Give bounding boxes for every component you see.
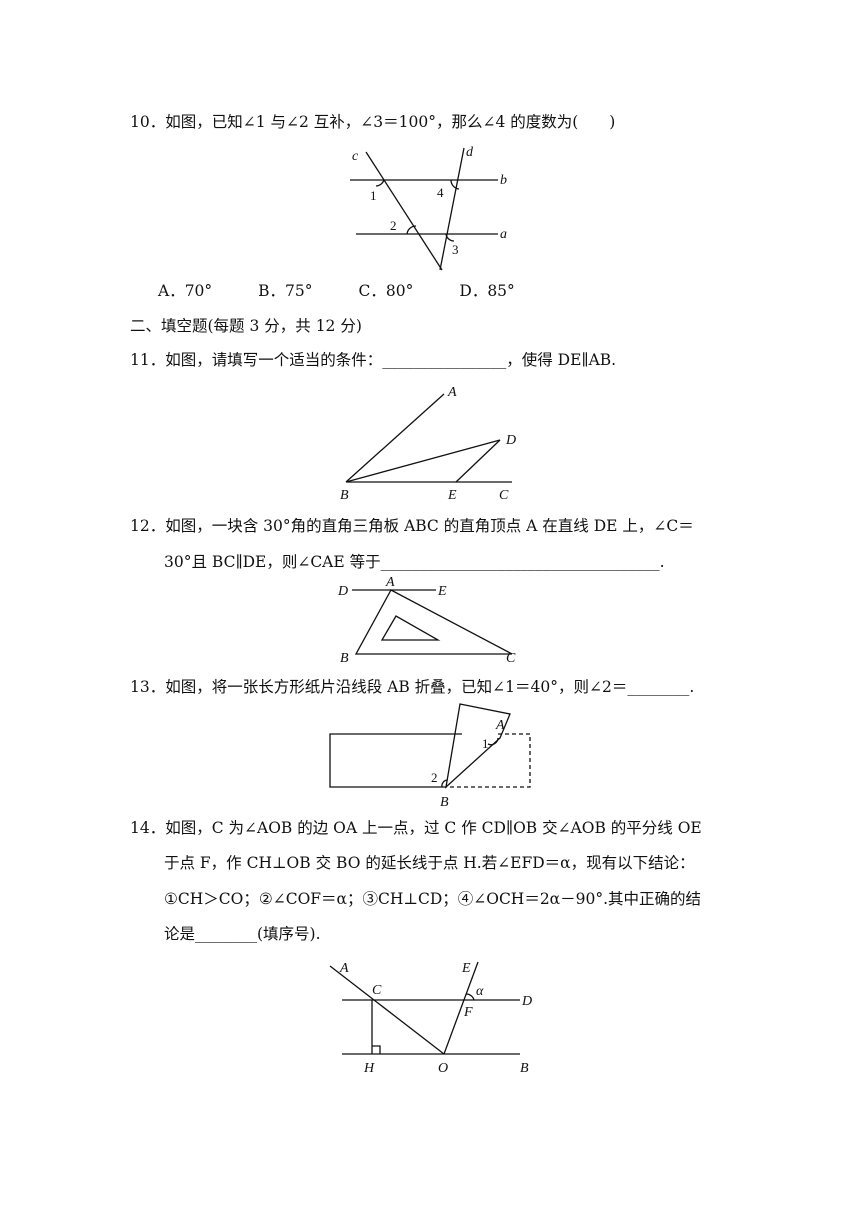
label-d: D: [505, 433, 516, 448]
question-number: 10．: [130, 113, 166, 131]
line-c: [365, 151, 443, 271]
angle-2-arc: [441, 779, 448, 788]
alpha-arc: [465, 993, 475, 1001]
label-c: c: [352, 149, 359, 164]
question-10: 10．如图，已知∠1 与∠2 互补，∠3＝100°，那么∠4 的度数为( ): [130, 112, 615, 132]
question-14-line-4: 论是________(填序号).: [164, 925, 321, 943]
label-a: A: [385, 575, 395, 590]
figure-q10: c d b a 1 2 3 4: [350, 145, 507, 271]
angle-1-arc: [487, 737, 499, 746]
line-d: [439, 147, 465, 271]
label-a: A: [495, 718, 505, 733]
label-b: B: [520, 1061, 529, 1076]
label-b: B: [440, 795, 449, 810]
right-angle-mark: [372, 1045, 381, 1054]
label-2: 2: [431, 770, 438, 785]
figure-q12: D A E B C: [337, 575, 516, 666]
question-text: 如图，C 为∠AOB 的边 OA 上一点，过 C 作 CD∥OB 交∠AOB 的…: [165, 819, 702, 837]
label-1: 1: [370, 188, 377, 203]
label-d: D: [521, 994, 532, 1009]
folded-edge-dashed: [446, 733, 531, 788]
label-o: O: [438, 1061, 448, 1076]
option-b[interactable]: B．75°: [258, 282, 313, 300]
label-4: 4: [437, 185, 444, 200]
question-14-line-1: 14．如图，C 为∠AOB 的边 OA 上一点，过 C 作 CD∥OB 交∠AO…: [130, 818, 702, 838]
label-d: D: [337, 584, 348, 599]
label-1: 1: [482, 736, 489, 751]
question-14-line-3: ①CH＞CO；②∠COF＝α；③CH⊥CD；④∠OCH＝2α－90°.其中正确的…: [164, 890, 702, 908]
figure-q14: A C E α D F H O B: [329, 961, 532, 1076]
question-12-line-1: 12．如图，一块含 30°角的直角三角板 ABC 的直角顶点 A 在直线 DE …: [130, 516, 694, 536]
figure-q13: A B 1 2: [329, 703, 531, 810]
segment-ed: [455, 439, 501, 483]
question-number: 11．: [130, 351, 166, 369]
angle-3-arc: [445, 233, 455, 242]
segment-ao: [329, 965, 445, 1055]
question-12-line-2: 30°且 BC∥DE，则∠CAE 等于_____________________…: [164, 553, 665, 571]
question-text: 如图，将一张长方形纸片沿线段 AB 折叠，已知∠1＝40°，则∠2＝______…: [165, 678, 695, 696]
section-heading: 二、填空题(每题 3 分，共 12 分): [130, 317, 362, 335]
question-text: 如图，一块含 30°角的直角三角板 ABC 的直角顶点 A 在直线 DE 上，∠…: [165, 517, 694, 535]
label-a: A: [447, 385, 457, 400]
option-c[interactable]: C．80°: [358, 282, 414, 300]
angle-2-arc: [406, 225, 417, 235]
triangle-outer: [354, 589, 513, 655]
question-text: 如图，已知∠1 与∠2 互补，∠3＝100°，那么∠4 的度数为( ): [165, 113, 616, 131]
question-14-line-2: 于点 F，作 CH⊥OB 交 BO 的延长线于点 H.若∠EFD＝α，现有以下结…: [164, 854, 695, 872]
triangle-inner: [380, 615, 441, 641]
label-h: H: [363, 1061, 375, 1076]
question-13: 13．如图，将一张长方形纸片沿线段 AB 折叠，已知∠1＝40°，则∠2＝___…: [130, 677, 694, 697]
label-2: 2: [390, 218, 397, 233]
label-e: E: [447, 488, 457, 503]
segment-oe: [443, 961, 479, 1055]
folded-flap: [445, 703, 511, 789]
label-3: 3: [452, 242, 459, 257]
label-e: E: [437, 584, 447, 599]
question-11: 11．如图，请填写一个适当的条件：________________，使得 DE∥…: [130, 350, 616, 370]
label-e: E: [461, 961, 471, 976]
label-f: F: [463, 1005, 473, 1020]
question-number: 13．: [130, 678, 166, 696]
question-number: 12．: [130, 517, 166, 535]
segment-bd: [345, 439, 501, 483]
angle-1-arc: [375, 179, 385, 187]
option-a[interactable]: A．70°: [158, 282, 213, 300]
option-d[interactable]: D．85°: [459, 282, 515, 300]
question-text: 如图，请填写一个适当的条件：________________，使得 DE∥AB.: [165, 351, 617, 369]
label-b: b: [500, 173, 507, 188]
label-d: d: [466, 145, 474, 160]
label-c: C: [506, 651, 516, 666]
label-c: C: [499, 488, 509, 503]
segment-ba: [345, 393, 445, 483]
label-b: B: [340, 488, 349, 503]
label-a: A: [339, 961, 349, 976]
question-number: 14．: [130, 819, 166, 837]
paper-rectangle: [329, 733, 462, 788]
label-c: C: [372, 983, 382, 998]
label-a: a: [500, 227, 507, 242]
label-alpha: α: [476, 984, 484, 999]
q10-options: A．70° B．75° C．80° D．85°: [158, 281, 561, 301]
label-b: B: [340, 651, 349, 666]
figure-q11: A B C D E: [340, 385, 516, 503]
angle-4-arc: [450, 179, 460, 190]
